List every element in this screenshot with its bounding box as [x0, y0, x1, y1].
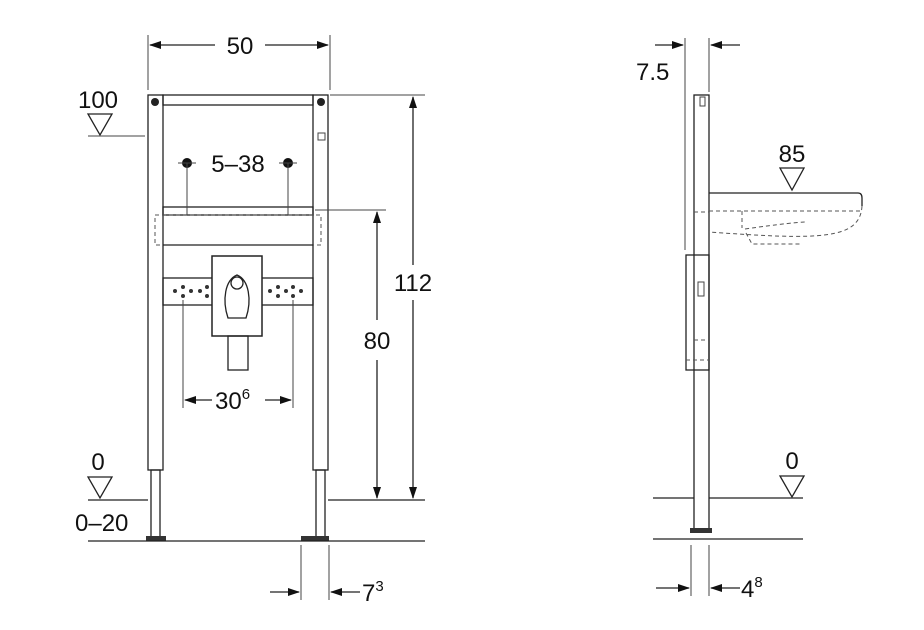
- foot-offset-label: 7: [362, 580, 375, 607]
- svg-text:73: 73: [362, 578, 384, 607]
- anchor-spacing-label: 5–38: [211, 151, 264, 178]
- bracket-height-label: 80: [364, 328, 391, 355]
- total-height-label: 112: [394, 270, 432, 297]
- width-dimension: 50: [147, 33, 331, 90]
- side-floor-level-label: 0: [785, 448, 798, 475]
- total-height-dimension: 112: [330, 94, 432, 499]
- basin-level-label: 85: [779, 141, 806, 168]
- side-floor-level-marker: 0: [653, 448, 806, 540]
- svg-text:48: 48: [741, 574, 763, 603]
- floor-level-marker: 0 0–20: [75, 449, 425, 542]
- anchor-spacing: 5–38: [178, 151, 297, 215]
- top-level-marker: 100: [78, 87, 145, 137]
- top-offset-dimension: 7.5: [636, 38, 740, 250]
- side-view: 7.5 85 0: [636, 38, 863, 603]
- depth-label: 4: [741, 576, 754, 603]
- foot-range-label: 0–20: [75, 510, 128, 537]
- top-offset-label: 7.5: [636, 59, 669, 86]
- width-label: 50: [227, 33, 254, 60]
- front-view: 50 100: [75, 33, 432, 607]
- top-level-label: 100: [78, 87, 118, 114]
- depth-sup: 8: [754, 574, 762, 591]
- foot-offset-sup: 3: [375, 578, 383, 595]
- frame: [146, 94, 329, 541]
- depth-dimension: 48: [656, 545, 763, 603]
- basin: 85: [708, 141, 863, 245]
- floor-level-label: 0: [91, 449, 104, 476]
- drain-spacing-sup: 6: [242, 386, 250, 403]
- drain-spacing-label: 30: [215, 388, 242, 415]
- foot-offset-dimension: 73: [270, 545, 384, 607]
- side-frame: [685, 94, 712, 533]
- bracket-height-dimension: 80: [315, 209, 391, 499]
- drain-spacing: 306: [182, 300, 294, 415]
- svg-text:306: 306: [215, 386, 250, 415]
